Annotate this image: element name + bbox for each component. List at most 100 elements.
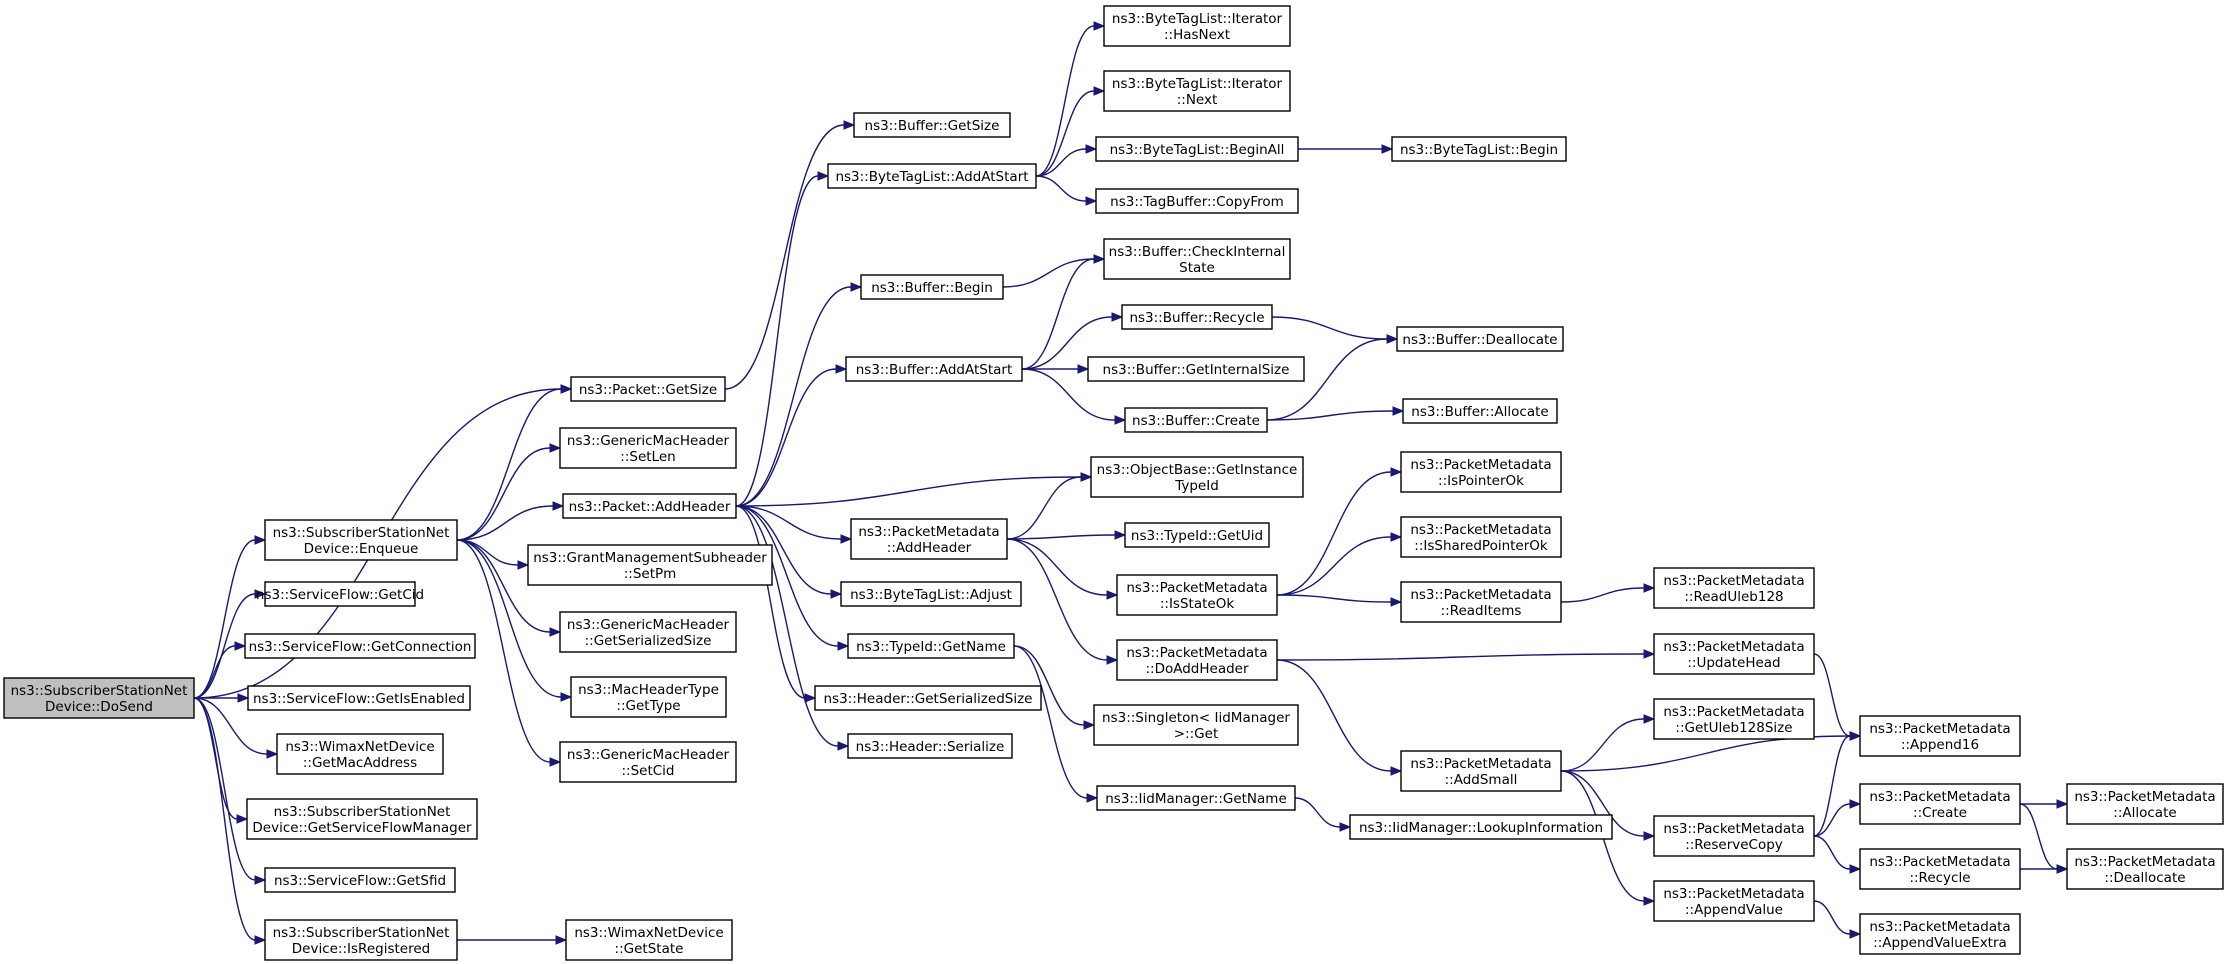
node-pm-isstateok[interactable]: ns3::PacketMetadata::IsStateOk xyxy=(1116,574,1278,616)
edge-line xyxy=(1276,594,1392,603)
edge-pkt-addheader-to-buf-addatstart xyxy=(735,364,848,507)
node-pm-issharedpointerok[interactable]: ns3::PacketMetadata::IsSharedPointerOk xyxy=(1400,516,1562,558)
node-pm-deallocate[interactable]: ns3::PacketMetadata::Deallocate xyxy=(2066,848,2224,890)
node-sf-getisenabled[interactable]: ns3::ServiceFlow::GetIsEnabled xyxy=(247,685,471,711)
node-gmh-setlen[interactable]: ns3::GenericMacHeader::SetLen xyxy=(559,427,737,469)
node-label: ns3::PacketMetadata xyxy=(1869,854,2010,870)
node-box xyxy=(840,581,1022,607)
node-gmh-getser[interactable]: ns3::GenericMacHeader::GetSerializedSize xyxy=(559,611,737,653)
node-singleton-get[interactable]: ns3::Singleton< IidManager >::Get xyxy=(1093,704,1299,746)
node-pm-readuleb128[interactable]: ns3::PacketMetadata::ReadUleb128 xyxy=(1653,567,1815,609)
node-iid-getname[interactable]: ns3::IidManager::GetName xyxy=(1096,785,1296,811)
edge-pm-addheader-to-typeid-getuid xyxy=(1006,530,1127,540)
node-box xyxy=(570,376,726,402)
node-box xyxy=(1093,704,1299,746)
node-box xyxy=(1121,304,1273,330)
node-btl-begin[interactable]: ns3::ByteTagList::Begin xyxy=(1391,136,1567,162)
node-btli-next[interactable]: ns3::ByteTagList::Iterator::Next xyxy=(1103,70,1291,112)
node-ss-isregistered[interactable]: ns3::SubscriberStationNetDevice::IsRegis… xyxy=(264,919,458,961)
node-pm-recycle[interactable]: ns3::PacketMetadata::Recycle xyxy=(1859,848,2021,890)
node-pm-getuleb128size[interactable]: ns3::PacketMetadata::GetUleb128Size xyxy=(1653,698,1815,740)
node-buf-allocate[interactable]: ns3::Buffer::Allocate xyxy=(1402,398,1558,424)
node-buf-getsize[interactable]: ns3::Buffer::GetSize xyxy=(853,112,1011,138)
node-box xyxy=(827,163,1037,189)
node-pm-addsmall[interactable]: ns3::PacketMetadata::AddSmall xyxy=(1400,750,1562,792)
node-pm-create[interactable]: ns3::PacketMetadata::Create xyxy=(1859,783,2021,825)
edge-btl-addatstart-to-btl-beginall xyxy=(1035,144,1098,177)
node-label: ns3::ServiceFlow::GetCid xyxy=(256,587,424,603)
node-buf-recycle[interactable]: ns3::Buffer::Recycle xyxy=(1121,304,1273,330)
node-label: ns3::MacHeaderType xyxy=(578,682,719,698)
edge-pm-reservecopy-to-pm-append16 xyxy=(1813,731,1862,837)
edge-line xyxy=(1276,659,1392,772)
node-hdr-getser[interactable]: ns3::Header::GetSerializedSize xyxy=(814,685,1042,711)
node-typeid-getuid[interactable]: ns3::TypeId::GetUid xyxy=(1124,522,1270,548)
node-pm-allocate[interactable]: ns3::PacketMetadata::Allocate xyxy=(2066,783,2224,825)
node-pkt-addheader[interactable]: ns3::Packet::AddHeader xyxy=(562,493,737,519)
node-pm-reservecopy[interactable]: ns3::PacketMetadata::ReserveCopy xyxy=(1653,815,1815,857)
node-typeid-getname[interactable]: ns3::TypeId::GetName xyxy=(847,633,1015,659)
edge-line xyxy=(1006,534,1116,540)
node-label: ns3::IidManager::LookupInformation xyxy=(1359,820,1603,836)
node-btl-adjust[interactable]: ns3::ByteTagList::Adjust xyxy=(840,581,1022,607)
node-label: ns3::SubscriberStationNet xyxy=(273,525,450,541)
node-pm-append16[interactable]: ns3::PacketMetadata::Append16 xyxy=(1859,715,2021,757)
arrowhead xyxy=(549,757,562,767)
node-buf-deallocate[interactable]: ns3::Buffer::Deallocate xyxy=(1396,326,1564,352)
node-box xyxy=(1653,698,1815,740)
node-label: ::IsPointerOk xyxy=(1438,473,1524,489)
node-gms-setpm[interactable]: ns3::GrantManagementSubheader::SetPm xyxy=(527,544,773,586)
arrowhead xyxy=(843,120,856,130)
edge-pkt-addheader-to-btl-addatstart xyxy=(735,171,830,507)
node-btli-hasnext[interactable]: ns3::ByteTagList::Iterator::HasNext xyxy=(1103,5,1291,47)
node-sf-getsfid[interactable]: ns3::ServiceFlow::GetSfid xyxy=(264,867,456,893)
node-gmh-setcid[interactable]: ns3::GenericMacHeader::SetCid xyxy=(559,741,737,783)
node-pkt-getsize[interactable]: ns3::Packet::GetSize xyxy=(570,376,726,402)
node-btl-addatstart[interactable]: ns3::ByteTagList::AddAtStart xyxy=(827,163,1037,189)
arrowhead xyxy=(560,692,573,702)
edge-line xyxy=(1035,25,1095,177)
node-label: ns3::SubscriberStationNet xyxy=(11,683,188,699)
node-pm-ispointerok[interactable]: ns3::PacketMetadata::IsPointerOk xyxy=(1400,451,1562,493)
node-btl-beginall[interactable]: ns3::ByteTagList::BeginAll xyxy=(1095,136,1299,162)
edge-pm-addsmall-to-pm-reservecopy xyxy=(1560,770,1656,841)
node-label: ::Create xyxy=(1913,805,1967,821)
node-pm-appendvalueextra[interactable]: ns3::PacketMetadata::AppendValueExtra xyxy=(1859,913,2021,955)
arrowhead xyxy=(1390,597,1403,607)
node-pm-addheader[interactable]: ns3::PacketMetadata::AddHeader xyxy=(850,518,1008,560)
node-buf-addatstart[interactable]: ns3::Buffer::AddAtStart xyxy=(845,356,1023,382)
edge-pm-addheader-to-pm-doaddheader xyxy=(1006,538,1119,665)
node-iid-lookupinfo[interactable]: ns3::IidManager::LookupInformation xyxy=(1349,814,1613,840)
node-buf-create[interactable]: ns3::Buffer::Create xyxy=(1124,407,1268,433)
node-box xyxy=(246,798,478,840)
node-sf-getconn[interactable]: ns3::ServiceFlow::GetConnection xyxy=(244,633,476,659)
node-label: ::GetUleb128Size xyxy=(1675,720,1792,736)
node-wimax-getmac[interactable]: ns3::WimaxNetDevice::GetMacAddress xyxy=(276,733,444,775)
node-pm-readitems[interactable]: ns3::PacketMetadata::ReadItems xyxy=(1400,581,1562,623)
node-mht-gettype[interactable]: ns3::MacHeaderType::GetType xyxy=(570,676,727,718)
node-pm-appendvalue[interactable]: ns3::PacketMetadata::AppendValue xyxy=(1653,880,1815,922)
edge-line xyxy=(735,505,806,699)
node-box xyxy=(1124,522,1270,548)
node-ss-getsfm[interactable]: ns3::SubscriberStationNetDevice::GetServ… xyxy=(246,798,478,840)
node-box xyxy=(562,493,737,519)
node-buf-getinternalsize[interactable]: ns3::Buffer::GetInternalSize xyxy=(1087,356,1305,382)
node-label: ns3::ByteTagList::Adjust xyxy=(850,587,1012,603)
node-buf-begin[interactable]: ns3::Buffer::Begin xyxy=(860,274,1004,300)
node-tagbuf-copyfrom[interactable]: ns3::TagBuffer::CopyFrom xyxy=(1095,188,1299,214)
node-sf-getcid[interactable]: ns3::ServiceFlow::GetCid xyxy=(256,581,424,607)
arrowhead xyxy=(1643,583,1656,593)
node-wimax-getstate[interactable]: ns3::WimaxNetDevice::GetState xyxy=(565,919,733,961)
edge-btl-addatstart-to-btli-hasnext xyxy=(1035,21,1106,177)
node-hdr-serialize[interactable]: ns3::Header::Serialize xyxy=(847,733,1013,759)
node-label: ns3::PacketMetadata xyxy=(2074,789,2215,805)
arrowhead xyxy=(817,171,830,181)
node-label: ::DoAddHeader xyxy=(1145,661,1248,677)
node-pm-doaddheader[interactable]: ns3::PacketMetadata::DoAddHeader xyxy=(1116,639,1278,681)
node-pm-updatehead[interactable]: ns3::PacketMetadata::UpdateHead xyxy=(1653,633,1815,675)
node-box xyxy=(814,685,1042,711)
